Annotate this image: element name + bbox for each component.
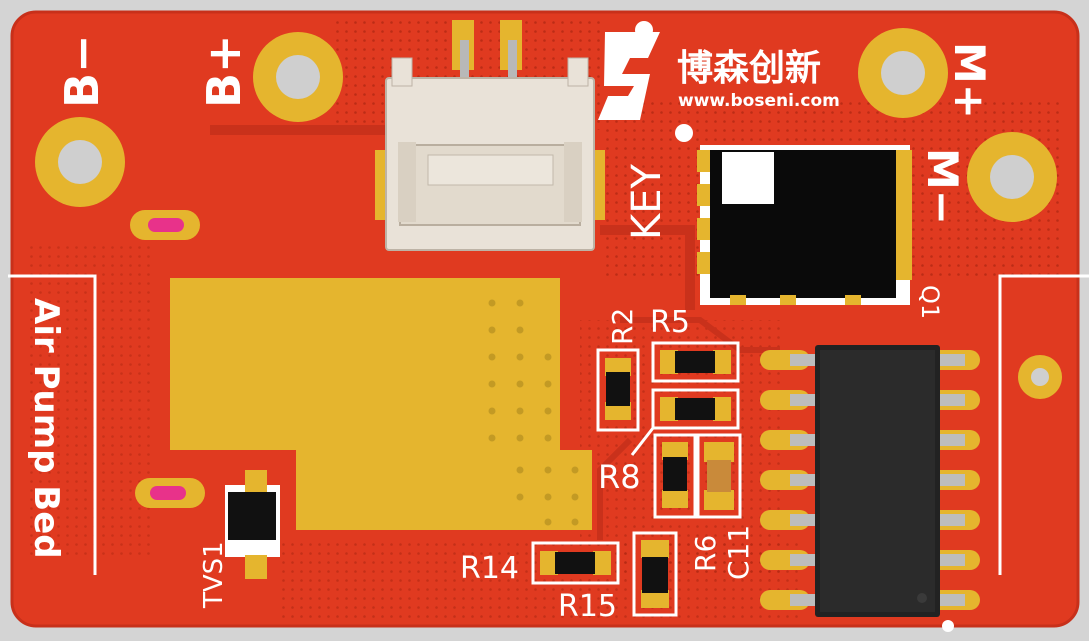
pad-b-minus [35,117,125,207]
brand-url: www.boseni.com [678,91,840,111]
label-board-name: Air Pump Bed [26,298,66,559]
capacitor-c11 [696,433,742,519]
label-b-plus: B+ [197,34,251,108]
brand-logo-icon [598,21,660,120]
resistor-r8 [630,388,740,456]
pad-b-plus [253,32,343,122]
label-m-minus: M− [918,148,967,225]
pad-m-plus [858,28,948,118]
label-tvs1: TVS1 [199,541,229,609]
label-q1: Q1 [916,285,944,319]
pad-m-minus [967,132,1057,222]
label-key: KEY [624,163,670,240]
resistor-r2 [596,348,640,432]
label-r2: R2 [606,308,639,345]
label-r8: R8 [598,458,641,496]
brand-name: 博森创新 [677,48,821,89]
resistor-r6 [653,433,697,519]
label-r6: R6 [689,535,722,572]
jst-connector [375,20,605,251]
label-r14: R14 [460,551,519,586]
label-m-plus: M+ [945,42,994,119]
copper-pour [170,278,592,530]
resistor-r15 [632,531,678,617]
diode-tvs1 [225,470,280,579]
label-b-minus: B− [55,34,109,108]
pad-mount-right [1018,355,1062,399]
label-c11: C11 [722,525,755,580]
label-r5: R5 [650,305,690,340]
resistor-r5 [651,341,740,383]
ic-soic [760,345,980,617]
resistor-r14 [531,541,620,585]
label-r15: R15 [558,589,617,624]
mosfet-q1 [697,145,912,305]
frame-left [8,274,97,575]
frame-right [998,274,1089,575]
pin1-marker [675,124,693,142]
